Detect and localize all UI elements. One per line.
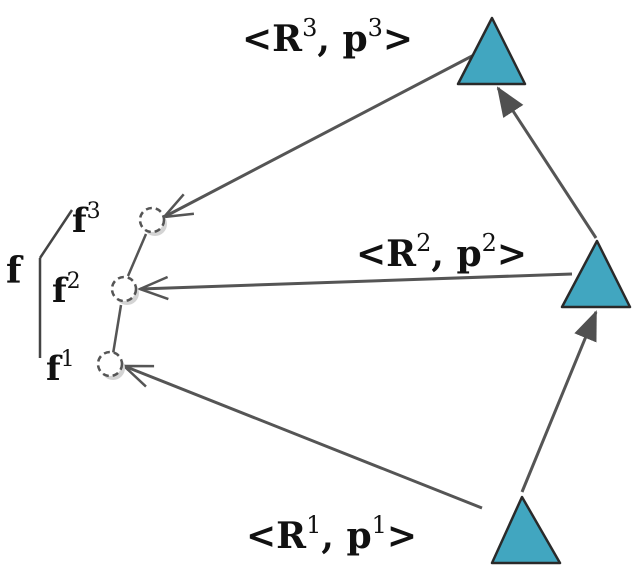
pose-arrow-1-to-2 xyxy=(520,310,598,493)
pose-label-2: <R2, p2> xyxy=(356,229,527,275)
ray-pose3-to-f3 xyxy=(164,53,475,217)
pose-arrow-2-to-3 xyxy=(496,86,598,239)
camera-triangle-2 xyxy=(560,239,632,309)
feature-label-2: f2 xyxy=(52,269,81,311)
feature-group-bracket xyxy=(38,209,74,358)
camera-triangle-3 xyxy=(456,16,527,86)
feature-track xyxy=(111,233,148,355)
feature-circle-f3 xyxy=(138,206,167,236)
observation-rays xyxy=(124,53,573,510)
feature-circles xyxy=(96,206,167,380)
feature-circle-f2 xyxy=(110,275,139,305)
pose-chain xyxy=(496,86,598,493)
ray-pose2-to-f2 xyxy=(140,272,573,289)
track-segment-f1-f2 xyxy=(111,304,123,355)
feature-circle-f1 xyxy=(96,350,125,380)
camera-triangle-1 xyxy=(490,495,562,565)
ray-pose1-to-f1 xyxy=(124,364,483,510)
bracket-diagonal xyxy=(38,209,74,259)
feature-label-3: f3 xyxy=(72,199,101,241)
feature-label-1: f1 xyxy=(46,347,75,389)
pose-label-1: <R1, p1> xyxy=(246,511,417,557)
track-segment-f2-f3 xyxy=(126,233,148,277)
pose-label-3: <R3, p3> xyxy=(242,14,413,60)
camera-poses xyxy=(456,16,632,565)
feature-group-label: f xyxy=(6,250,24,292)
